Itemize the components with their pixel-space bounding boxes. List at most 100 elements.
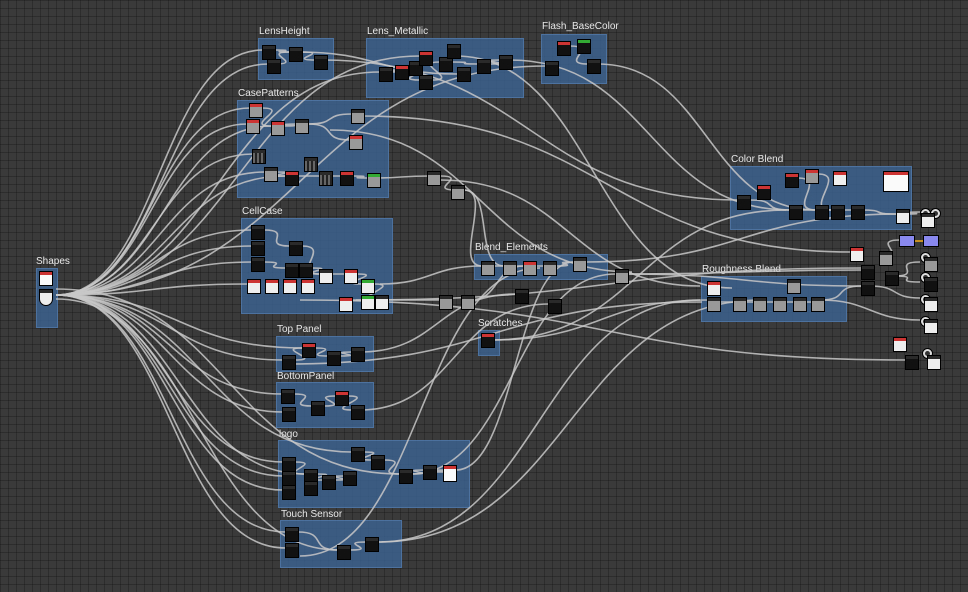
lens-metallic-node[interactable]	[440, 58, 452, 71]
flash-basecolor-node[interactable]	[558, 42, 570, 55]
color-blend-node[interactable]	[832, 206, 844, 219]
cell-case-node[interactable]	[302, 280, 314, 293]
lens-metallic-node[interactable]	[410, 62, 422, 75]
output-node[interactable]	[906, 356, 918, 369]
cell-case-node[interactable]	[320, 270, 332, 283]
touch-sensor-node[interactable]	[366, 538, 378, 551]
frame-touch-sensor[interactable]	[280, 520, 402, 568]
color-blend-node[interactable]	[786, 174, 798, 187]
cell-case-node[interactable]	[362, 280, 374, 293]
top-panel-node[interactable]	[328, 352, 340, 365]
bottom-panel-node[interactable]	[283, 408, 295, 421]
cell-case-node[interactable]	[252, 242, 264, 255]
lens-metallic-node[interactable]	[500, 56, 512, 69]
color-blend-node[interactable]	[738, 196, 750, 209]
output-node-normal[interactable]	[900, 236, 914, 246]
blend-elements-node[interactable]	[440, 296, 452, 309]
lens-metallic-node[interactable]	[478, 60, 490, 73]
cell-case-node[interactable]	[286, 264, 298, 277]
roughness-blend-node[interactable]	[734, 298, 746, 311]
cell-case-node[interactable]	[284, 280, 296, 293]
blend-elements-node[interactable]	[482, 262, 494, 275]
case-patterns-node[interactable]	[341, 172, 353, 185]
color-blend-node[interactable]	[816, 206, 828, 219]
color-blend-node[interactable]	[790, 206, 802, 219]
cell-case-node[interactable]	[252, 258, 264, 271]
lens-metallic-node[interactable]	[458, 68, 470, 81]
logo-node[interactable]	[400, 470, 412, 483]
roughness-blend-node[interactable]	[708, 282, 720, 295]
shapes-mask-node[interactable]	[40, 290, 52, 305]
bottom-panel-node[interactable]	[282, 390, 294, 403]
logo-node[interactable]	[344, 472, 356, 485]
case-patterns-node[interactable]	[247, 120, 259, 133]
output-node[interactable]	[894, 338, 906, 351]
blend-elements-node[interactable]	[616, 270, 628, 283]
lens-height-node[interactable]	[315, 56, 327, 69]
roughness-blend-node[interactable]	[708, 298, 720, 311]
color-blend-node[interactable]	[884, 172, 908, 191]
blend-elements-node[interactable]	[462, 296, 474, 309]
cell-case-node[interactable]	[376, 296, 388, 309]
blend-elements-node[interactable]	[524, 262, 536, 275]
color-blend-node[interactable]	[806, 170, 818, 183]
cell-case-node[interactable]	[248, 280, 260, 293]
color-blend-node[interactable]	[834, 172, 846, 185]
output-node[interactable]	[886, 272, 898, 285]
output-node[interactable]	[862, 266, 874, 279]
roughness-blend-node[interactable]	[754, 298, 766, 311]
case-patterns-node[interactable]	[305, 158, 317, 171]
case-patterns-node[interactable]	[286, 172, 298, 185]
case-patterns-node[interactable]	[250, 104, 262, 117]
cell-case-node[interactable]	[340, 298, 352, 311]
lens-metallic-node[interactable]	[380, 68, 392, 81]
logo-node[interactable]	[283, 458, 295, 471]
logo-node[interactable]	[372, 456, 384, 469]
color-blend-node[interactable]	[897, 210, 909, 223]
scratches-node[interactable]	[482, 334, 494, 347]
color-blend-node[interactable]	[758, 186, 770, 199]
touch-sensor-node[interactable]	[286, 544, 298, 557]
top-panel-node[interactable]	[303, 344, 315, 357]
output-node[interactable]	[928, 356, 940, 369]
case-patterns-blend-node[interactable]	[428, 172, 440, 185]
logo-node[interactable]	[444, 466, 456, 481]
blend-elements-node[interactable]	[516, 290, 528, 303]
roughness-blend-node[interactable]	[794, 298, 806, 311]
lens-metallic-node[interactable]	[396, 66, 408, 79]
cell-case-node[interactable]	[290, 242, 302, 255]
output-node[interactable]	[922, 214, 934, 227]
case-patterns-node[interactable]	[296, 120, 308, 133]
case-patterns-node[interactable]	[272, 122, 284, 135]
case-patterns-node[interactable]	[265, 168, 277, 181]
blend-elements-node[interactable]	[549, 300, 561, 313]
output-node[interactable]	[925, 278, 937, 291]
case-patterns-node[interactable]	[350, 136, 362, 149]
blend-elements-node[interactable]	[504, 262, 516, 275]
flash-basecolor-node[interactable]	[546, 62, 558, 75]
case-patterns-node[interactable]	[352, 110, 364, 123]
logo-node[interactable]	[424, 466, 436, 479]
output-node-basecolor[interactable]	[930, 208, 941, 219]
case-patterns-node[interactable]	[320, 172, 332, 185]
output-node-normal[interactable]	[924, 236, 938, 246]
logo-node[interactable]	[305, 470, 317, 483]
output-node[interactable]	[851, 248, 863, 261]
logo-node[interactable]	[305, 482, 317, 495]
touch-sensor-node[interactable]	[338, 546, 350, 559]
top-panel-node[interactable]	[283, 356, 295, 369]
case-patterns-node[interactable]	[253, 150, 265, 163]
flash-basecolor-node[interactable]	[588, 60, 600, 73]
output-node[interactable]	[862, 282, 874, 295]
output-node[interactable]	[925, 320, 937, 333]
case-patterns-node[interactable]	[368, 174, 380, 187]
cell-case-node[interactable]	[362, 296, 374, 309]
logo-node[interactable]	[283, 472, 295, 485]
shapes-node[interactable]	[40, 272, 52, 285]
lens-height-node[interactable]	[268, 60, 280, 73]
logo-node[interactable]	[323, 476, 335, 489]
flash-basecolor-node[interactable]	[578, 40, 590, 53]
roughness-blend-node[interactable]	[812, 298, 824, 311]
case-patterns-blend-node[interactable]	[452, 186, 464, 199]
